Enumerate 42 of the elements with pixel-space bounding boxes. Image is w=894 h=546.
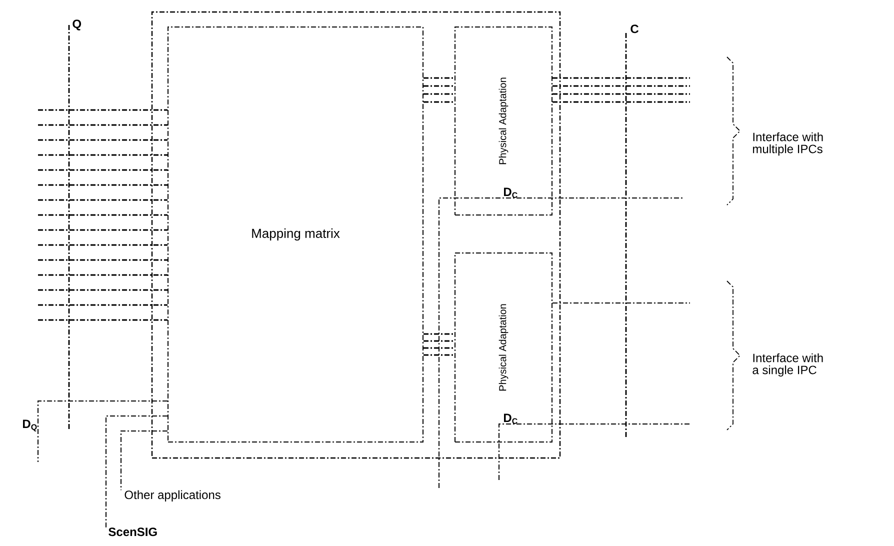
bus-line	[552, 85, 690, 87]
bus-line	[38, 319, 168, 321]
bus-line	[424, 85, 454, 87]
bus-line	[38, 274, 168, 276]
bus-line	[38, 124, 168, 126]
bus-line	[424, 101, 454, 103]
bus-line	[38, 199, 168, 201]
bus-line	[424, 347, 454, 349]
bus-line	[38, 109, 168, 111]
bus-line	[552, 77, 690, 79]
bus-label: C	[630, 24, 639, 34]
bus-label: Q	[72, 20, 82, 30]
bus-line	[38, 169, 168, 171]
bus-line	[424, 93, 454, 95]
bus-line	[38, 244, 168, 246]
bus-line	[38, 229, 168, 231]
signal-label: D$_{C}$	[504, 414, 518, 424]
matrix-box: Mapping matrix	[168, 26, 424, 442]
bus-line	[424, 354, 454, 356]
bus-line	[552, 302, 690, 304]
bus-line	[38, 139, 168, 141]
bus-line	[424, 333, 454, 335]
bus-line	[38, 214, 168, 216]
signal-label: D$_{Q}$	[23, 420, 37, 432]
bus-line	[38, 400, 168, 462]
bus-line	[38, 259, 168, 261]
bus-line	[38, 184, 168, 186]
signal-label: D$_{C}$	[504, 188, 518, 198]
signal-label: Other applications	[124, 490, 220, 502]
bus-line	[38, 154, 168, 156]
interface-label: Interface with a single IPC	[752, 353, 823, 377]
bus-line	[424, 340, 454, 342]
bus-line	[424, 77, 454, 79]
signal-label: ScenSIG	[108, 528, 157, 536]
bus-line	[38, 289, 168, 291]
outer-box	[151, 11, 561, 459]
interface-label: Interface with multiple IPCs	[753, 132, 823, 156]
bus-line	[106, 416, 168, 528]
bus-line	[552, 101, 690, 103]
bus-line	[38, 304, 168, 306]
bus-line	[552, 93, 690, 95]
bus-line	[120, 430, 168, 491]
